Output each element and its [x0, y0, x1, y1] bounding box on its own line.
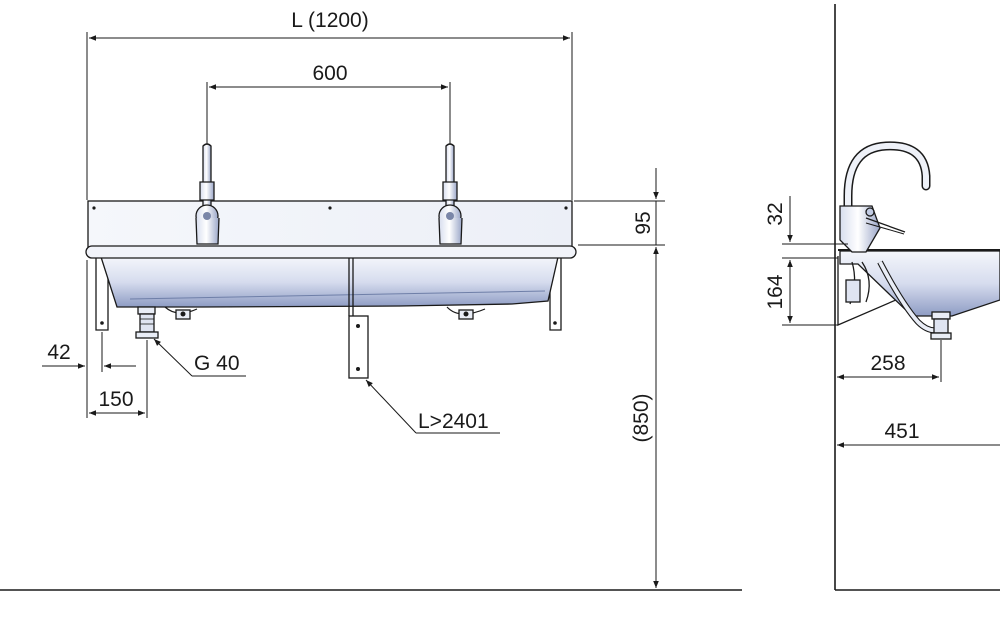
side-valve-mechanism	[845, 260, 939, 334]
tap-right	[438, 143, 463, 245]
projection-label: 451	[884, 420, 919, 443]
hose-length-label: L>2401	[418, 410, 489, 433]
dim-overall-length: L (1200)	[86, 9, 573, 200]
bracket-hole	[100, 321, 104, 325]
tap-left	[195, 143, 220, 245]
drain-thread-label: G 40	[194, 352, 240, 375]
basin-rim	[85, 245, 577, 259]
dim-basin-depth: 164	[764, 257, 838, 326]
basin-depth-label: 164	[764, 274, 787, 309]
dim-drain-distance: 258	[837, 340, 942, 382]
dim-backsplash: 95	[574, 168, 665, 246]
leader-hose-length: L>2401	[365, 379, 500, 434]
side-tap	[839, 141, 931, 253]
front-view: L (1200) 600 95 (850) 42	[0, 9, 742, 591]
dim-drain-offset: 150	[89, 340, 148, 418]
side-view: 32 164 258 451	[764, 4, 1000, 591]
backsplash-height-label: 95	[632, 211, 655, 234]
panel-screw	[328, 206, 332, 210]
dim-rim-height: (850)	[630, 247, 659, 588]
hose-strap	[348, 258, 369, 379]
side-drain	[930, 311, 952, 340]
basin-bottom-edge	[129, 290, 546, 300]
basin-body	[100, 256, 559, 308]
bracket-hole	[553, 321, 557, 325]
drain-fitting	[135, 306, 159, 339]
dim-spout-height: 32	[764, 196, 848, 245]
dim-tap-spacing: 600	[206, 62, 451, 144]
dim-bracket-offset: 42	[42, 260, 136, 418]
tap-spacing-label: 600	[312, 62, 347, 85]
valve-right	[446, 306, 486, 320]
overall-length-label: L (1200)	[291, 9, 368, 32]
spout-height-label: 32	[764, 202, 787, 225]
panel-screw	[564, 206, 568, 210]
dim-projection: 451	[837, 420, 1000, 448]
bracket-offset-label: 42	[47, 341, 70, 364]
valve-left	[164, 306, 198, 320]
rim-height-label: (850)	[630, 393, 653, 442]
leader-drain-thread: G 40	[153, 338, 246, 377]
drain-offset-label: 150	[98, 388, 133, 411]
panel-screw	[92, 206, 96, 210]
drain-distance-label: 258	[870, 352, 905, 375]
